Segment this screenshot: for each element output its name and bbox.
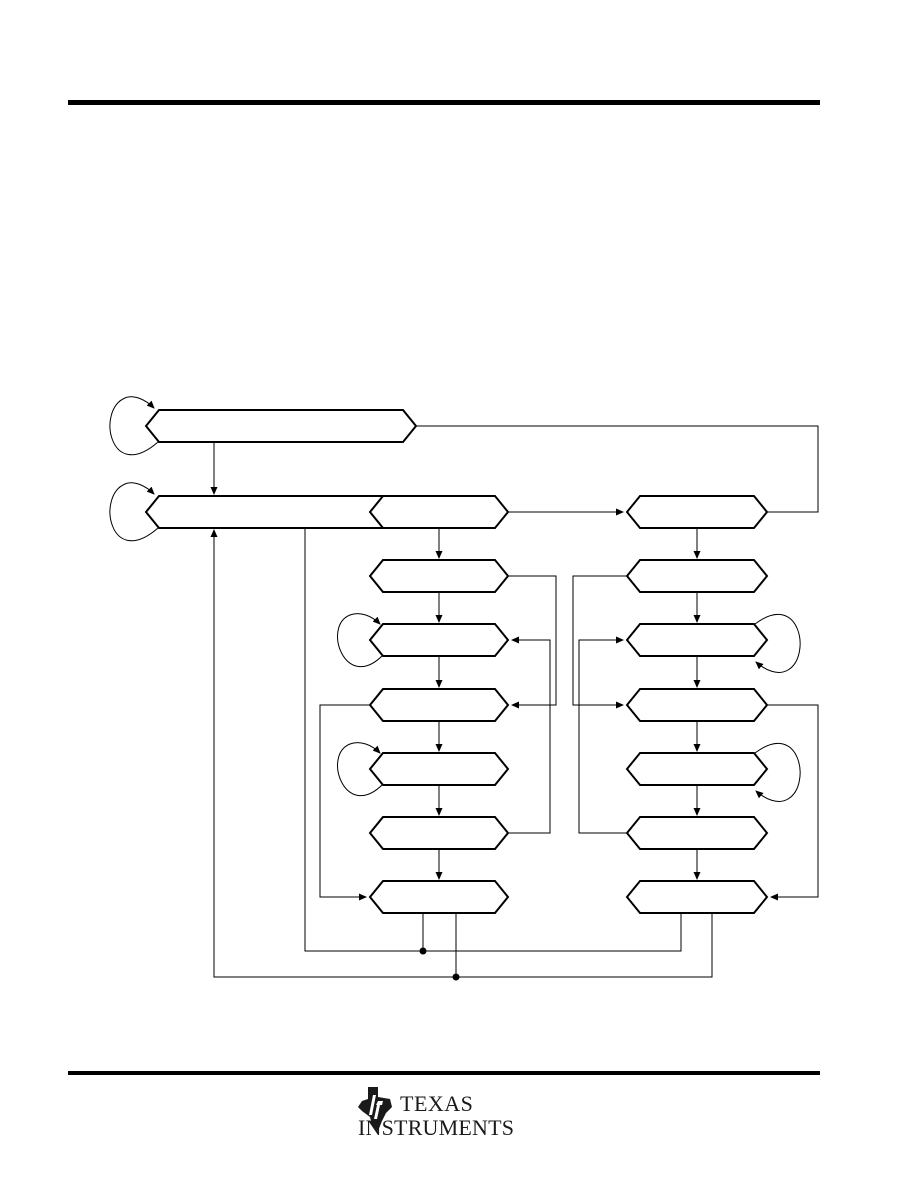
state-node-s10 — [625, 559, 769, 593]
arrow-s7-s4 — [508, 636, 551, 834]
state-node-s9 — [625, 495, 769, 529]
loop-s1 — [109, 482, 159, 542]
state-node-s2 — [368, 495, 510, 529]
junction-dot-0 — [419, 947, 427, 955]
state-node-s8 — [368, 880, 510, 914]
arrow-s9-s0 — [283, 422, 819, 513]
junction-dot-1 — [452, 973, 460, 981]
logo-word-instruments: INSTRUMENTS — [358, 1115, 515, 1140]
state-node-s12 — [625, 688, 769, 722]
return-path-s15-to-s1-junction — [301, 511, 682, 952]
loop-s0 — [109, 396, 159, 456]
texas-state-icon — [358, 1087, 392, 1131]
state-node-s7 — [368, 816, 510, 850]
state-node-s15 — [625, 880, 769, 914]
header-rule — [68, 100, 820, 105]
state-node-s11 — [625, 623, 769, 657]
state-node-s4 — [368, 623, 510, 657]
state-node-s14 — [625, 816, 769, 850]
state-node-s3 — [368, 559, 510, 593]
arrow-s12-s15 — [767, 704, 819, 901]
arrow-s3-s5 — [508, 575, 557, 709]
loop-s4 — [337, 613, 383, 668]
footer-rule — [68, 1071, 820, 1075]
logo-word-texas: TEXAS — [400, 1091, 474, 1116]
loop-s6 — [337, 742, 383, 797]
loop-s13 — [754, 743, 801, 802]
loop-s11 — [754, 614, 801, 673]
state-node-s5 — [368, 688, 510, 722]
ti-logo: TEXAS INSTRUMENTS — [356, 1085, 526, 1143]
state-node-s13 — [625, 752, 769, 786]
state-node-s0 — [144, 409, 418, 443]
arrow-s5-s8 — [319, 704, 370, 901]
state-node-s6 — [368, 752, 510, 786]
arrow-s14-s11 — [578, 636, 627, 834]
return-path-to-s1 — [210, 529, 713, 978]
arrow-s10-s12 — [572, 575, 627, 709]
